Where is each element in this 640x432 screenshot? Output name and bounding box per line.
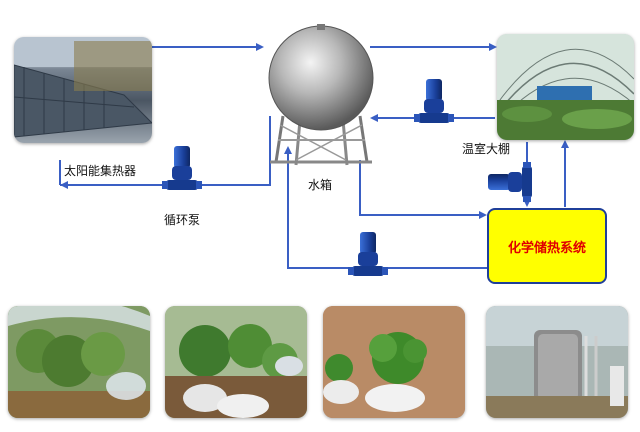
chemical-storage-label: 化学储热系统: [507, 240, 586, 256]
solar-collector-photo: [14, 37, 152, 143]
pump-icon-left: [162, 146, 202, 190]
water-tank-label: 水箱: [308, 178, 333, 192]
pump-icon-right-horizontal: [488, 162, 532, 202]
pipe-tank-to-solar: [59, 116, 271, 189]
solar-heater-label: 太阳能集热器: [64, 164, 137, 178]
greenhouse-label: 温室大棚: [462, 142, 511, 156]
potted-plants-photo: [165, 306, 307, 418]
circulation-pump-label: 循环泵: [164, 213, 201, 227]
greenhouse-plants-photo: [8, 306, 150, 418]
greenhouse-photo: [497, 34, 634, 140]
pump-icon-bottom: [348, 232, 388, 276]
potted-seedling-photo: [323, 306, 465, 418]
pipe-tank-to-storage: [359, 160, 487, 219]
pipe-storage-to-tank: [284, 146, 487, 269]
tank-installation-photo: [486, 306, 628, 418]
chemical-storage-box: 化学储热系统: [487, 208, 607, 284]
water-tank-icon: [268, 24, 374, 166]
pump-icon-top-right: [414, 79, 454, 123]
